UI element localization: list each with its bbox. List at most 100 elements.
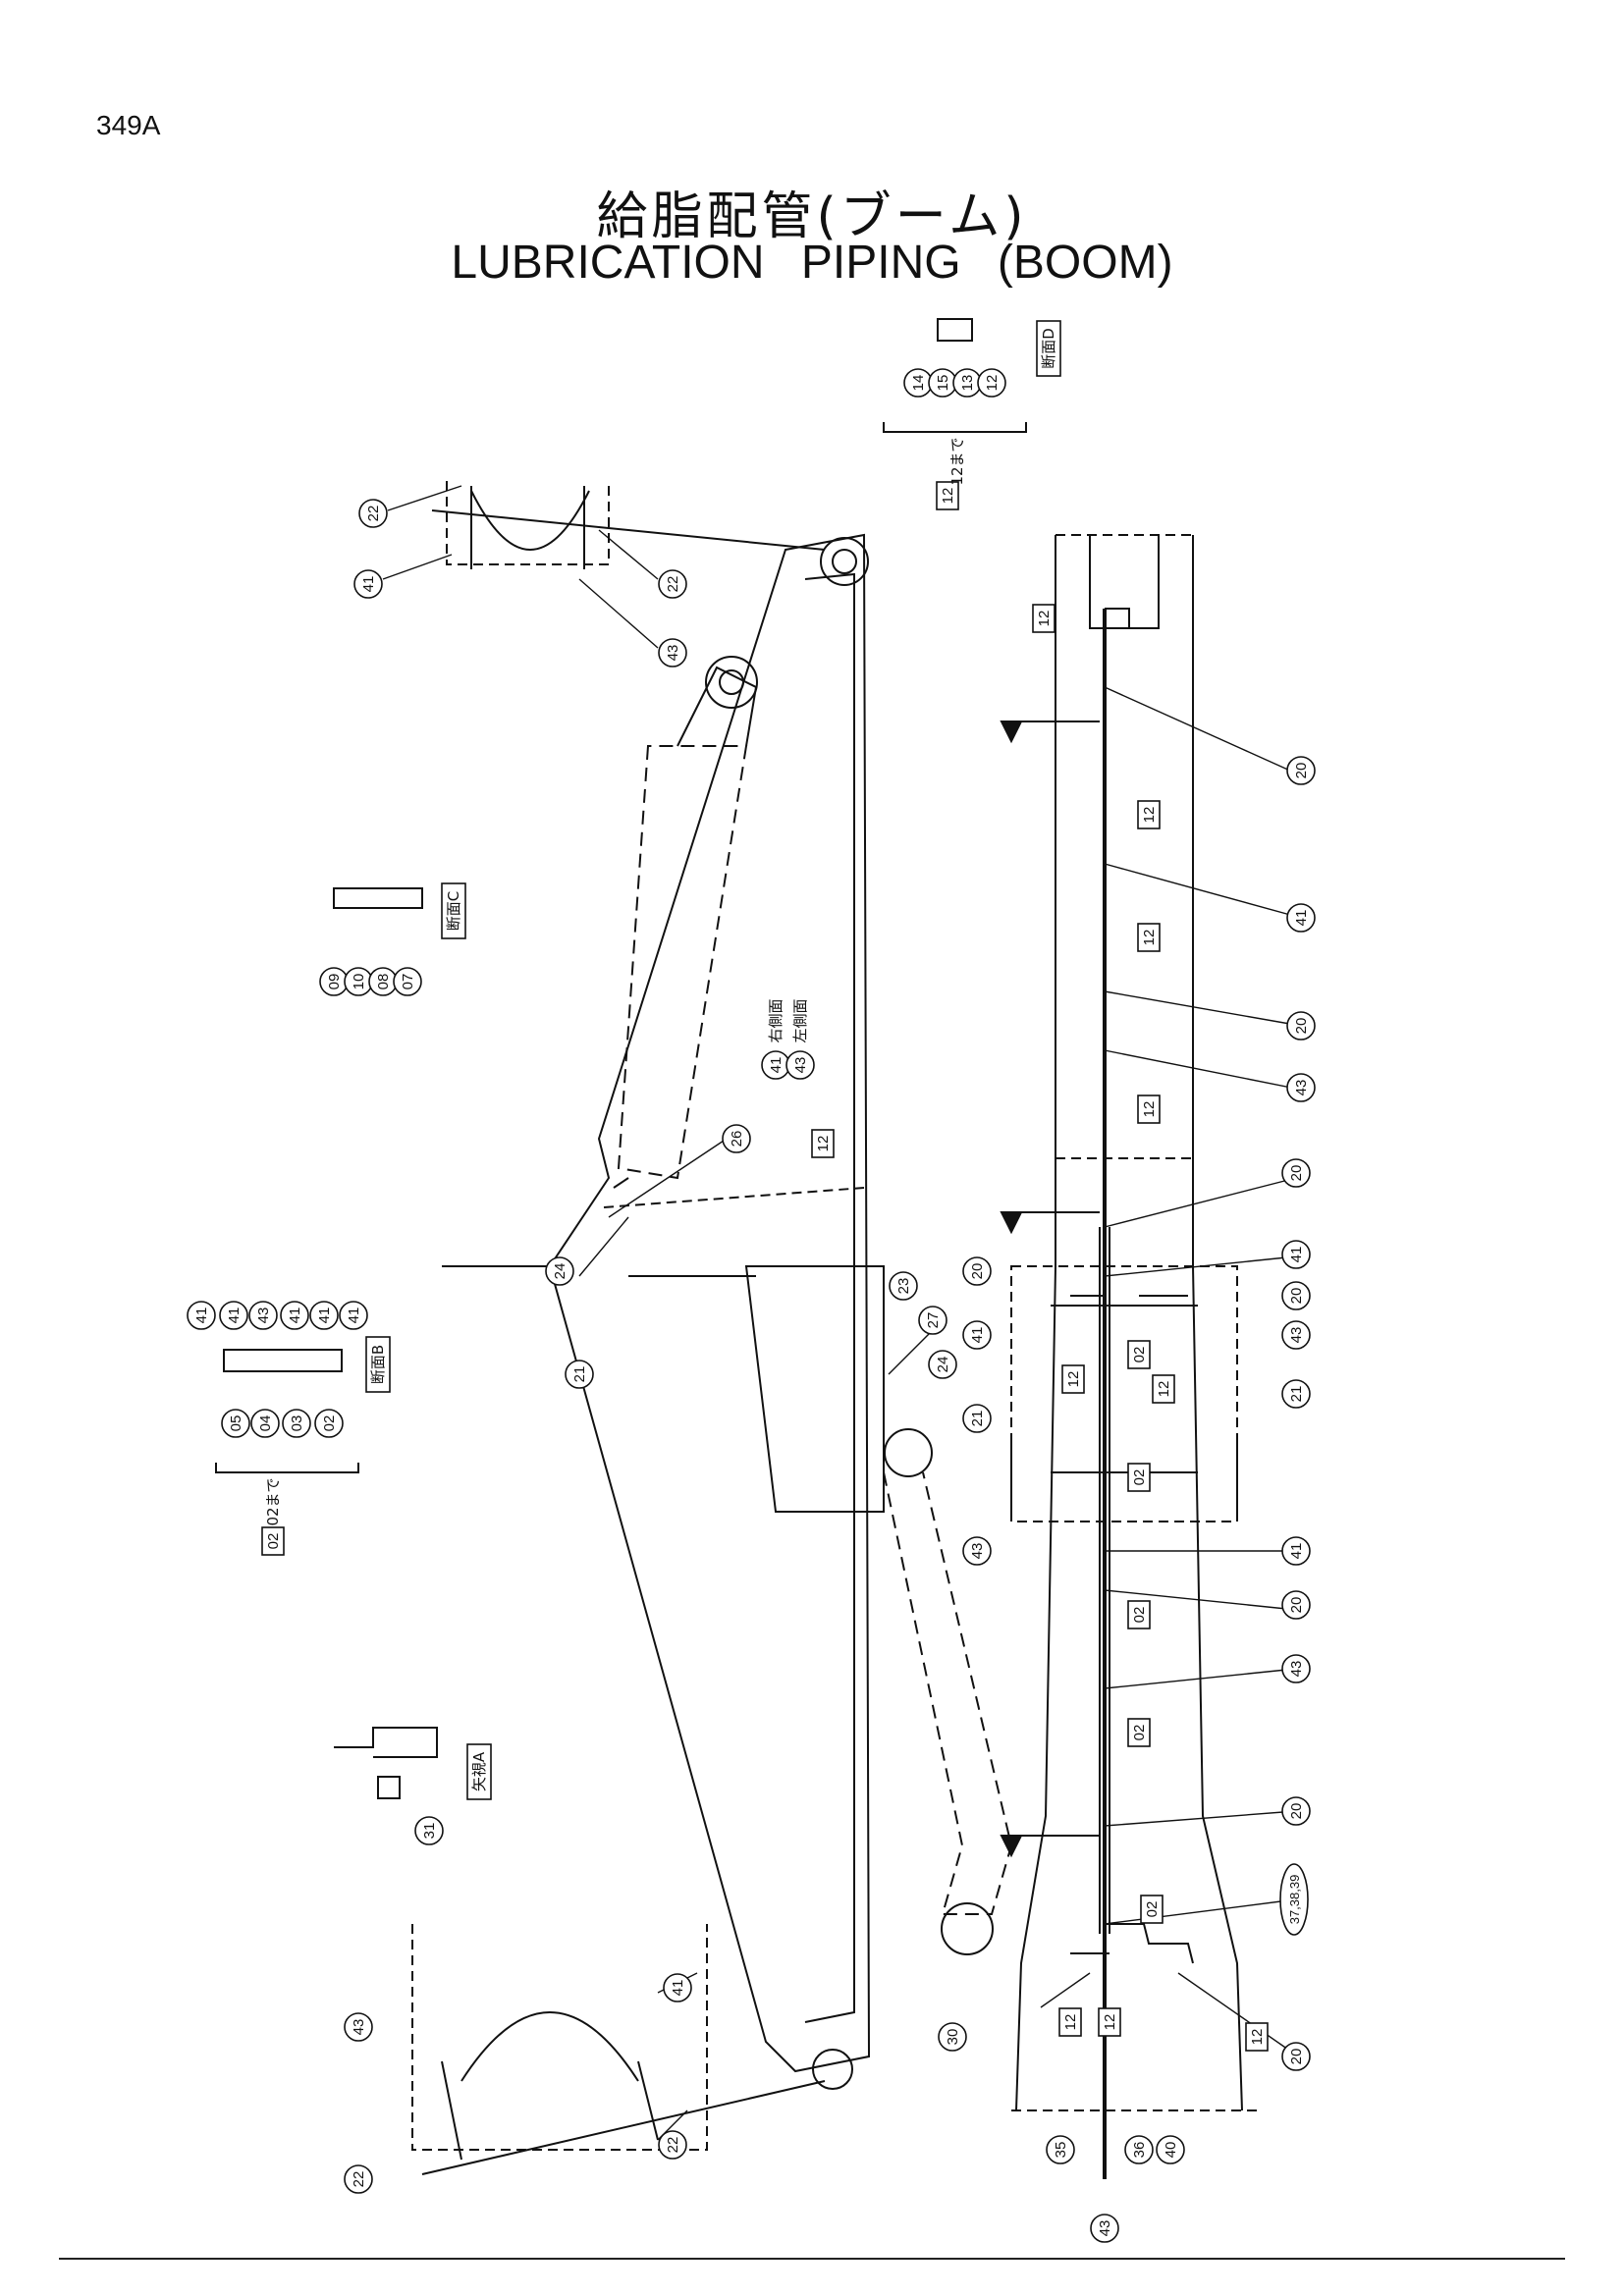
pipe-label-12-h: 12 [1152, 1374, 1175, 1404]
pipe-label-02-e: 02 [1140, 1895, 1164, 1924]
svg-text:22: 22 [351, 2171, 367, 2188]
pipe-label-02-d: 02 [1127, 1718, 1151, 1747]
svg-text:27: 27 [925, 1312, 942, 1329]
boom-side-view [442, 533, 1013, 2090]
callout-20-h: 20 [1281, 2042, 1311, 2071]
view-a-detail [334, 1727, 438, 1799]
svg-text:41: 41 [287, 1308, 303, 1324]
callout-40: 40 [1156, 2135, 1185, 2164]
svg-text:12: 12 [1141, 1101, 1158, 1118]
svg-text:12: 12 [1156, 1381, 1172, 1398]
callout-04: 04 [250, 1409, 280, 1438]
callout-20-a: 20 [1286, 756, 1316, 785]
svg-text:04: 04 [257, 1415, 274, 1432]
section-d-detail [937, 318, 973, 342]
callout-13: 13 [952, 368, 982, 398]
callout-41-d: 41 [1286, 903, 1316, 933]
svg-text:31: 31 [421, 1823, 438, 1840]
callout-22-a: 22 [358, 499, 388, 528]
svg-text:12: 12 [1141, 930, 1158, 946]
pipe-label-12-j: 12 [1098, 2007, 1121, 2037]
callout-05: 05 [221, 1409, 250, 1438]
svg-text:41: 41 [360, 576, 377, 593]
pipe-label-12-i: 12 [1058, 2007, 1082, 2037]
svg-text:30: 30 [945, 2029, 961, 2046]
svg-text:20: 20 [1293, 763, 1310, 779]
callout-02-b: 02 [314, 1409, 344, 1438]
svg-text:41: 41 [670, 1980, 686, 1997]
callout-22-b: 22 [658, 569, 687, 599]
svg-text:12: 12 [984, 375, 1001, 392]
callout-41-c: 41 [663, 1973, 692, 2002]
view-a-label: 矢視A [466, 1743, 492, 1800]
callout-41-b4: 41 [309, 1301, 339, 1330]
callout-43-b1: 43 [248, 1301, 278, 1330]
callout-09: 09 [319, 967, 349, 996]
svg-text:24: 24 [552, 1263, 568, 1280]
callout-20-e: 20 [962, 1256, 992, 1286]
callout-41-b5: 41 [339, 1301, 368, 1330]
svg-text:20: 20 [969, 1263, 986, 1280]
callout-43-left-side: 43 [785, 1050, 815, 1080]
svg-text:41: 41 [1288, 1543, 1305, 1560]
callout-20-d: 20 [1281, 1281, 1311, 1310]
svg-text:37,38,39: 37,38,39 [1287, 1875, 1302, 1925]
svg-text:41: 41 [969, 1327, 986, 1344]
svg-text:05: 05 [228, 1415, 244, 1432]
callout-20-b: 20 [1286, 1011, 1316, 1041]
title-japanese: 給脂配管(ブーム) [596, 187, 1028, 246]
brackets [215, 422, 1027, 1473]
section-b-label: 断面B [365, 1336, 391, 1393]
callout-41-b3: 41 [280, 1301, 309, 1330]
svg-text:03: 03 [289, 1415, 305, 1432]
callout-43-g: 43 [1281, 1654, 1311, 1683]
section-d-label: 断面D [1036, 320, 1061, 377]
callout-23: 23 [889, 1271, 918, 1301]
boom-plan-view [1010, 534, 1257, 2179]
svg-text:41: 41 [1293, 910, 1310, 927]
svg-text:02: 02 [1131, 1469, 1148, 1486]
boom-top-end-detail [431, 481, 826, 569]
svg-text:13: 13 [959, 375, 976, 392]
callout-43-a: 43 [658, 638, 687, 667]
svg-text:矢視A: 矢視A [470, 1751, 488, 1791]
svg-text:23: 23 [895, 1278, 912, 1295]
pipe-label-12-k: 12 [1245, 2022, 1269, 2052]
svg-text:20: 20 [1293, 1018, 1310, 1035]
callout-24-b: 24 [928, 1350, 957, 1379]
svg-text:20: 20 [1288, 1597, 1305, 1614]
callout-22-d: 22 [344, 2164, 373, 2194]
svg-text:08: 08 [375, 974, 392, 990]
pipe-label-12-e: 12 [811, 1129, 835, 1158]
section-c-detail [333, 887, 423, 909]
svg-text:断面D: 断面D [1040, 328, 1057, 369]
svg-text:40: 40 [1163, 2142, 1179, 2159]
svg-text:41: 41 [193, 1308, 210, 1324]
svg-text:07: 07 [400, 974, 416, 990]
callout-41-e: 41 [1281, 1240, 1311, 1269]
svg-text:22: 22 [365, 506, 382, 522]
callout-43-c: 43 [344, 2012, 373, 2042]
svg-text:22: 22 [665, 2137, 681, 2154]
callout-37-38-39: 37,38,39 [1279, 1863, 1309, 1936]
callout-14: 14 [903, 368, 933, 398]
callout-10: 10 [344, 967, 373, 996]
svg-text:41: 41 [1288, 1247, 1305, 1263]
svg-text:43: 43 [351, 2019, 367, 2036]
callout-20-c: 20 [1281, 1158, 1311, 1188]
svg-text:22: 22 [665, 576, 681, 593]
pipe-label-02-section-b: 02 [261, 1526, 285, 1556]
svg-text:43: 43 [1288, 1661, 1305, 1678]
callout-43-e: 43 [1281, 1320, 1311, 1350]
callout-41-a: 41 [353, 569, 383, 599]
svg-text:12: 12 [940, 488, 956, 505]
pipe-label-02-c: 02 [1127, 1600, 1151, 1629]
callout-20-g: 20 [1281, 1796, 1311, 1826]
callout-21-a: 21 [565, 1360, 594, 1389]
svg-text:02: 02 [1131, 1725, 1148, 1741]
callout-36: 36 [1124, 2135, 1154, 2164]
svg-text:02: 02 [265, 1533, 282, 1550]
svg-text:43: 43 [1293, 1080, 1310, 1096]
callout-41-b1: 41 [187, 1301, 216, 1330]
